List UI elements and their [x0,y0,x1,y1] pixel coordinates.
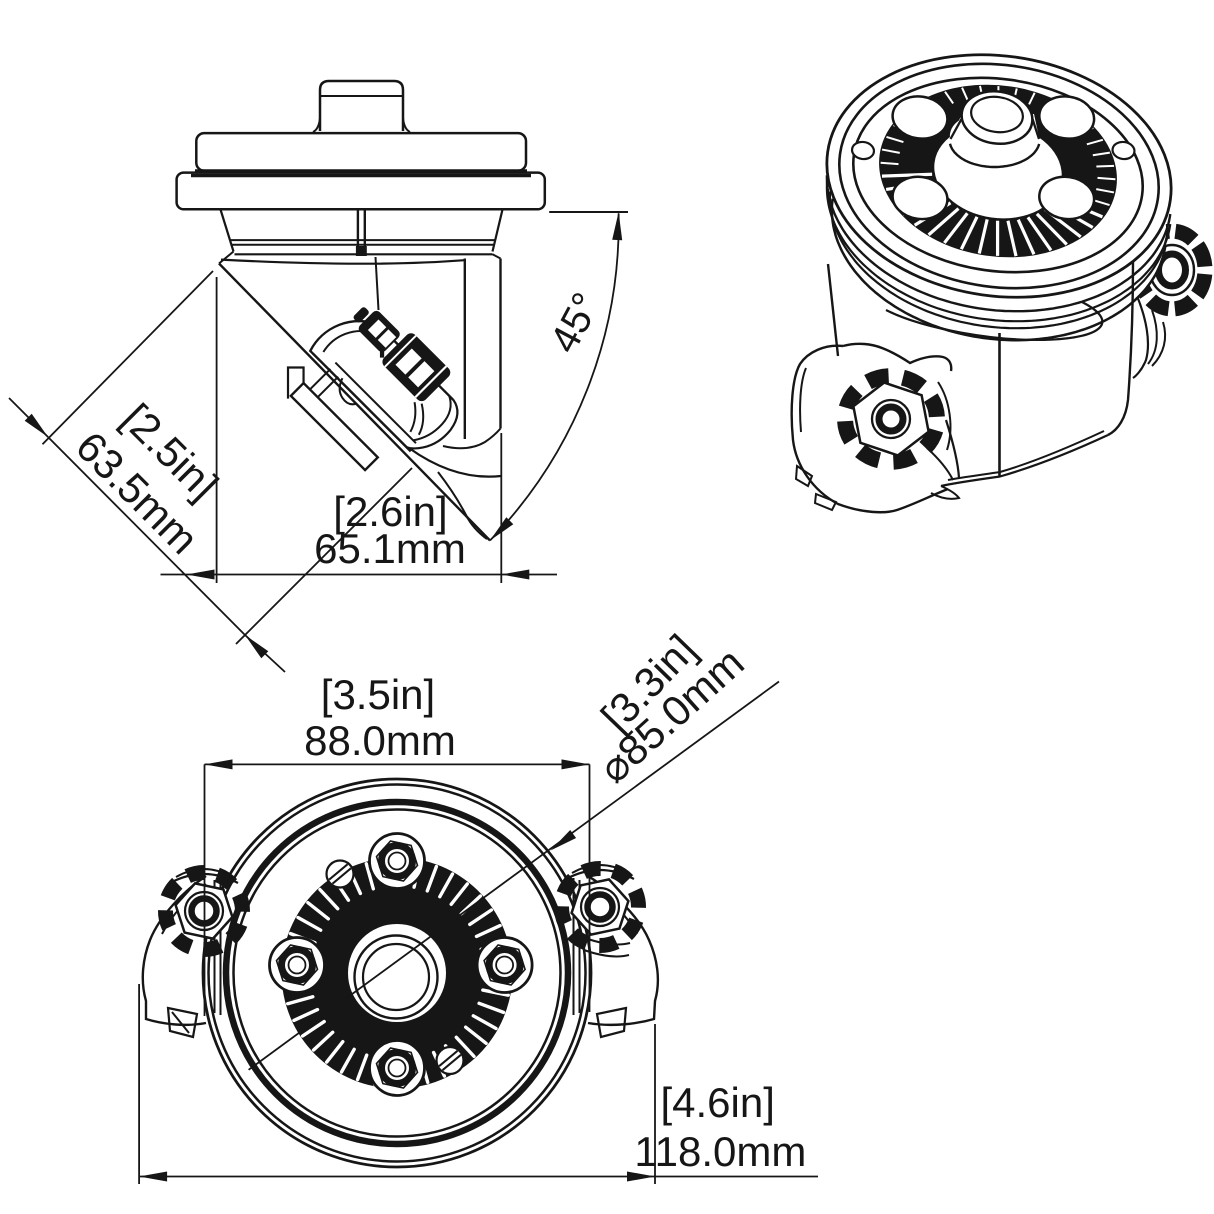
svg-text:[2.6in]: [2.6in] [333,488,447,535]
svg-text:118.0mm: 118.0mm [634,1128,806,1175]
svg-text:65.1mm: 65.1mm [314,525,466,572]
svg-text:[4.6in]: [4.6in] [660,1079,774,1126]
svg-text:88.0mm: 88.0mm [304,717,456,764]
svg-text:[3.5in]: [3.5in] [321,671,435,718]
